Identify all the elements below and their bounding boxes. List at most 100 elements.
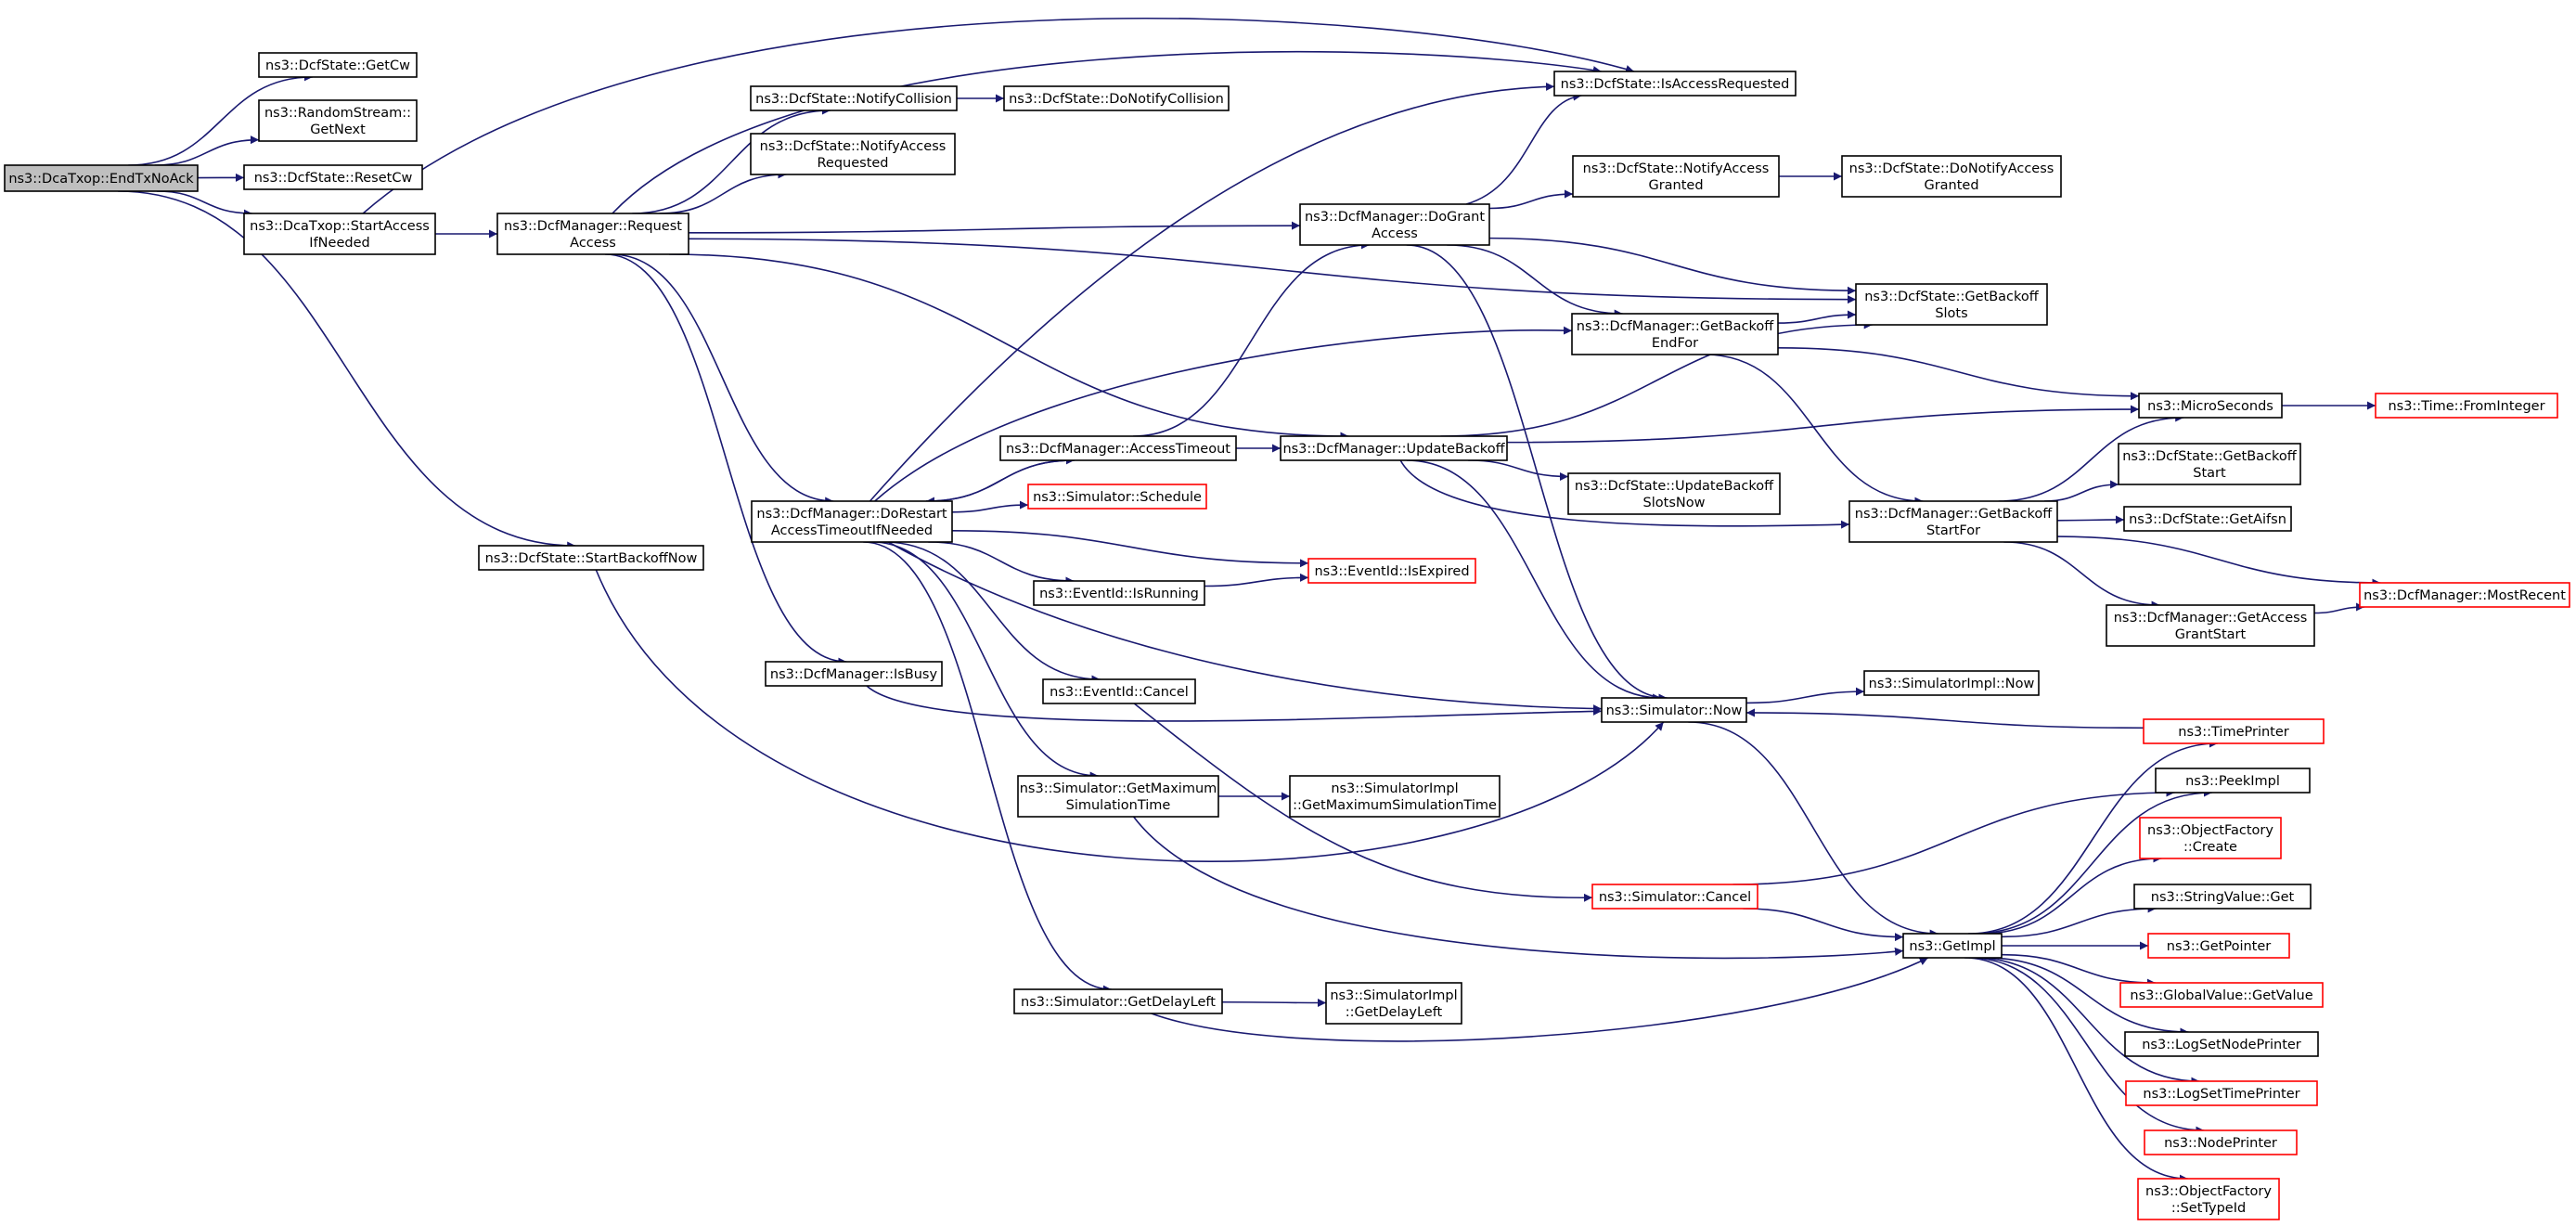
node-ofsettypeid[interactable]: ns3::ObjectFactory::SetTypeId [2137, 1178, 2280, 1220]
node-endtxnoack[interactable]: ns3::DcaTxop::EndTxNoAck [4, 164, 199, 192]
node-simcancel[interactable]: ns3::Simulator::Cancel [1591, 884, 1758, 910]
node-box [1280, 435, 1508, 461]
node-box [478, 545, 704, 571]
node-logsettimeprinter[interactable]: ns3::LogSetTimePrinter [2125, 1080, 2318, 1106]
node-nodeprinter[interactable]: ns3::NodePrinter [2144, 1129, 2298, 1155]
node-logsetnodeprinter[interactable]: ns3::LogSetNodePrinter [2124, 1031, 2319, 1057]
node-label-line: ns3::DcfState::NotifyAccess [1583, 161, 1770, 176]
node-label-line: ns3::GetImpl [1909, 939, 1995, 954]
node-label-line: ns3::DcfManager::AccessTimeout [1006, 442, 1230, 457]
node-microseconds[interactable]: ns3::MicroSeconds [2138, 393, 2283, 419]
node-box [2375, 393, 2558, 419]
node-dorestart[interactable]: ns3::DcfManager::DoRestartAccessTimeoutI… [751, 500, 953, 543]
node-label-line: ns3::DcfState::DoNotifyAccess [1849, 161, 2054, 176]
node-label-line: ns3::DcfState::NotifyAccess [760, 139, 947, 154]
node-label-line: ::SetTypeId [2171, 1201, 2246, 1216]
node-label-line: ns3::DcfState::ResetCw [254, 171, 413, 186]
node-ofcreate[interactable]: ns3::ObjectFactory::Create [2139, 817, 2282, 859]
call-edge-getbackoffendfor-to-getbackoffslots [1777, 310, 1857, 324]
call-edge-getimpl-to-nodeprinter [1968, 957, 2205, 1135]
node-getimpl[interactable]: ns3::GetImpl [1902, 933, 2003, 959]
node-label-line: ns3::Simulator::Now [1606, 703, 1743, 718]
node-resetcw[interactable]: ns3::DcfState::ResetCw [243, 164, 423, 190]
node-globalvalueget[interactable]: ns3::GlobalValue::GetValue [2119, 982, 2324, 1008]
call-edge-getbackoffendfor-to-getbackoffstartfor [1705, 354, 1924, 506]
node-rsgetnext[interactable]: ns3::RandomStream::GetNext [258, 99, 418, 142]
node-label-line: ns3::DcfManager::DoRestart [756, 507, 947, 522]
call-edge-dorestart-to-simnow [887, 541, 1603, 714]
node-evcancel[interactable]: ns3::EventId::Cancel [1042, 678, 1196, 704]
node-simnow[interactable]: ns3::Simulator::Now [1601, 697, 1747, 723]
node-label-line: ns3::DcfState::GetBackoff [1864, 290, 2040, 304]
node-box [2137, 1178, 2280, 1220]
node-peekimpl[interactable]: ns3::PeekImpl [2155, 768, 2311, 794]
call-edge-startaccess-to-isaccessreq [362, 17, 1635, 214]
node-box [1289, 775, 1501, 818]
node-accesstimeout[interactable]: ns3::DcfManager::AccessTimeout [999, 435, 1237, 461]
node-label-line: ns3::DcfManager::GetBackoff [1855, 507, 2053, 522]
node-isaccessreq[interactable]: ns3::DcfState::IsAccessRequested [1553, 71, 1797, 97]
node-implgetdelayleft[interactable]: ns3::SimulatorImpl::GetDelayLeft [1325, 982, 1462, 1025]
node-updatebackoff[interactable]: ns3::DcfManager::UpdateBackoff [1280, 435, 1508, 461]
node-box [2106, 604, 2315, 647]
node-label-line: ns3::DcfManager::Request [504, 219, 682, 234]
node-label-line: ns3::LogSetTimePrinter [2143, 1087, 2299, 1102]
node-label-line: ns3::DcfManager::GetAccess [2114, 611, 2308, 626]
node-box [1033, 580, 1205, 606]
node-label-line: Granted [1648, 178, 1703, 193]
node-label-line: ns3::DcfManager::DoGrant [1305, 210, 1485, 225]
node-getdelayleft[interactable]: ns3::Simulator::GetDelayLeft [1013, 988, 1223, 1014]
node-fromint[interactable]: ns3::Time::FromInteger [2375, 393, 2558, 419]
call-edge-requestaccess-to-dogrant [688, 221, 1301, 234]
node-simimplnow[interactable]: ns3::SimulatorImpl::Now [1863, 670, 2040, 696]
node-label-line: ns3::EventId::IsRunning [1039, 587, 1199, 601]
node-getmaxsim[interactable]: ns3::Simulator::GetMaximumSimulationTime [1017, 775, 1219, 818]
node-isbusy[interactable]: ns3::DcfManager::IsBusy [765, 661, 943, 687]
node-getaifsn[interactable]: ns3::DcfState::GetAifsn [2123, 506, 2292, 532]
node-label-line: Access [570, 236, 616, 251]
node-getpointer[interactable]: ns3::GetPointer [2147, 933, 2290, 959]
node-mostrecent[interactable]: ns3::DcfManager::MostRecent [2359, 582, 2570, 608]
node-box [2125, 1080, 2318, 1106]
node-timeprinter[interactable]: ns3::TimePrinter [2143, 718, 2325, 744]
call-edge-getimpl-to-logsetnodeprinter [1985, 957, 2189, 1037]
node-box [258, 99, 418, 142]
node-box [1027, 484, 1207, 510]
node-getcw[interactable]: ns3::DcfState::GetCw [258, 52, 418, 78]
call-edge-simcancel-to-peekimpl [1732, 788, 2175, 885]
node-donotifycollision[interactable]: ns3::DcfState::DoNotifyCollision [1003, 85, 1230, 111]
node-box [751, 500, 953, 543]
node-notifycollision[interactable]: ns3::DcfState::NotifyCollision [750, 85, 958, 111]
node-implgetmaxsim[interactable]: ns3::SimulatorImpl::GetMaximumSimulation… [1289, 775, 1501, 818]
node-isexpired[interactable]: ns3::EventId::IsExpired [1307, 558, 1476, 584]
node-box [2123, 506, 2292, 532]
node-label-line: ns3::SimulatorImpl [1330, 988, 1457, 1003]
call-edge-dogrant-to-simnow [1406, 244, 1668, 703]
node-label-line: Requested [817, 156, 888, 171]
call-edge-dogrant-to-getbackoffslots [1488, 237, 1857, 295]
node-box [1042, 678, 1196, 704]
call-edge-dorestart-to-getbackoffendfor [874, 326, 1573, 502]
node-label-line: ns3::DcfState::NotifyCollision [755, 92, 952, 107]
node-isrunning[interactable]: ns3::EventId::IsRunning [1033, 580, 1205, 606]
node-stringvalueget[interactable]: ns3::StringValue::Get [2133, 884, 2312, 910]
node-box [1013, 988, 1223, 1014]
node-box [2143, 718, 2325, 744]
node-schedule[interactable]: ns3::Simulator::Schedule [1027, 484, 1207, 510]
call-edge-dorestart-to-schedule [951, 500, 1029, 513]
call-edge-requestaccess-to-notifyaccessreq [659, 170, 787, 214]
node-label-line: ns3::EventId::Cancel [1050, 685, 1189, 700]
node-startbackoffnow[interactable]: ns3::DcfState::StartBackoffNow [478, 545, 704, 571]
